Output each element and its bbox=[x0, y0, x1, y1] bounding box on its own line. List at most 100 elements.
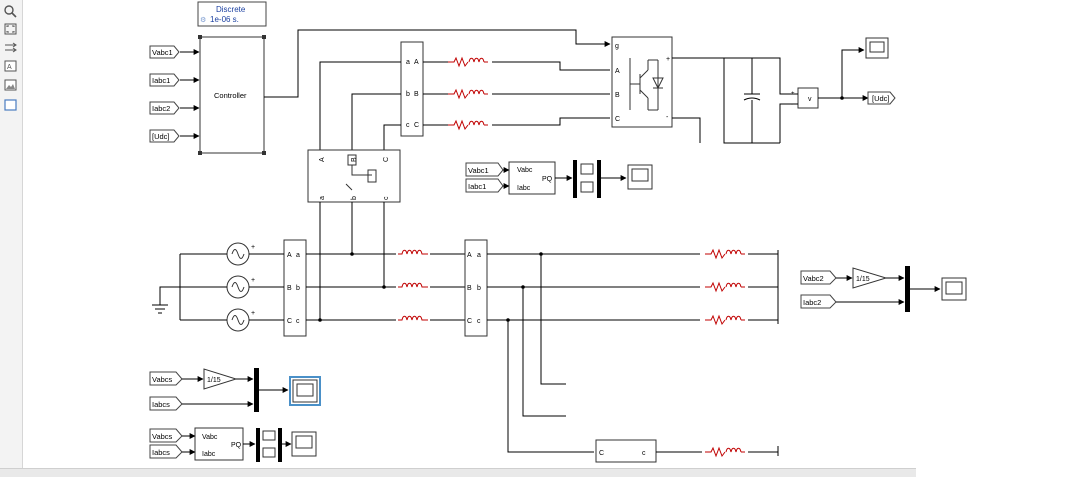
svg-text:A: A bbox=[414, 59, 419, 66]
grid-source-b[interactable]: + bbox=[226, 275, 255, 299]
igbt-inverter-bridge[interactable]: g A B C + - bbox=[611, 36, 673, 128]
gain-block-right[interactable]: 1/15 bbox=[852, 267, 888, 289]
mux-right[interactable] bbox=[905, 266, 910, 312]
from-tag-vabcs[interactable]: Vabcs bbox=[149, 371, 183, 386]
svg-text:+: + bbox=[251, 277, 255, 284]
palette-toolbar: A bbox=[0, 0, 23, 476]
svg-text:PQ: PQ bbox=[231, 442, 242, 449]
from-tag-iabc1[interactable]: Iabc1 bbox=[149, 73, 180, 87]
svg-text:B: B bbox=[414, 91, 419, 98]
svg-text:Vabc1: Vabc1 bbox=[152, 48, 173, 57]
from-tag-iabc2-right[interactable]: Iabc2 bbox=[800, 294, 837, 309]
svg-text:C: C bbox=[467, 318, 472, 325]
rl-branch-a-upper[interactable] bbox=[447, 57, 489, 67]
goto-tag-udc[interactable]: [Udc] bbox=[867, 91, 896, 105]
zoom-icon[interactable] bbox=[3, 4, 18, 18]
from-tag-vabc1[interactable]: Vabc1 bbox=[149, 45, 180, 59]
vi-measurement-source[interactable]: A a B b C c bbox=[283, 239, 307, 337]
fit-to-view-icon[interactable] bbox=[3, 22, 18, 36]
vi-measurement-load[interactable]: A a B b C c bbox=[464, 239, 488, 337]
load-rl-a[interactable] bbox=[704, 249, 746, 259]
svg-text:A: A bbox=[467, 252, 472, 259]
svg-text:c: c bbox=[296, 318, 300, 325]
line-inductor-c[interactable] bbox=[397, 315, 429, 321]
breaker-rl-load[interactable] bbox=[704, 447, 746, 457]
powergui-solver-block[interactable]: Discrete 1e-06 s. ⚙ bbox=[197, 1, 267, 27]
demux-bottom[interactable] bbox=[256, 428, 282, 462]
solver-step: 1e-06 s. bbox=[210, 15, 239, 24]
scope-pq-bottom[interactable] bbox=[291, 431, 317, 457]
svg-text:+: + bbox=[251, 244, 255, 251]
igbt-symbol-icon bbox=[629, 58, 664, 111]
svg-text:b: b bbox=[351, 196, 358, 200]
voltage-measurement-block[interactable]: v + - bbox=[791, 87, 819, 109]
svg-text:a: a bbox=[319, 196, 326, 200]
svg-text:C: C bbox=[287, 318, 292, 325]
svg-text:g: g bbox=[615, 43, 619, 50]
arrow-connector-icon[interactable] bbox=[3, 41, 18, 55]
svg-text:+: + bbox=[666, 56, 670, 63]
svg-text:b: b bbox=[477, 285, 481, 292]
rl-branch-c-upper[interactable] bbox=[447, 120, 489, 130]
svg-text:Iabcs: Iabcs bbox=[152, 400, 170, 409]
three-phase-breaker[interactable]: A B C a b c bbox=[307, 149, 401, 203]
svg-text:[Udc]: [Udc] bbox=[872, 94, 890, 103]
svg-text:c: c bbox=[642, 450, 646, 457]
svg-text:a: a bbox=[477, 252, 481, 259]
line-inductor-a[interactable] bbox=[397, 249, 429, 255]
svg-text:a: a bbox=[296, 252, 300, 259]
image-icon[interactable] bbox=[3, 78, 18, 92]
area-icon[interactable] bbox=[3, 98, 18, 112]
svg-text:c: c bbox=[477, 318, 481, 325]
svg-text:C: C bbox=[414, 122, 419, 129]
scope-udc[interactable] bbox=[865, 37, 889, 59]
vi-measurement-upper[interactable]: a A b B c C bbox=[400, 41, 424, 137]
from-tag-iabc1-pq[interactable]: Iabc1 bbox=[465, 178, 504, 193]
controller-subsystem[interactable]: Controller bbox=[198, 35, 266, 155]
svg-text:c: c bbox=[383, 196, 390, 200]
scope-pq-middle[interactable] bbox=[627, 164, 653, 190]
demux-middle[interactable] bbox=[573, 160, 601, 198]
svg-text:Iabc: Iabc bbox=[202, 451, 216, 458]
svg-text:B: B bbox=[467, 285, 472, 292]
pq-block-middle[interactable]: Vabc Iabc PQ bbox=[508, 161, 556, 195]
annotation-icon[interactable]: A bbox=[3, 59, 18, 73]
scope-left-selected[interactable] bbox=[289, 376, 321, 406]
status-bar bbox=[0, 468, 916, 477]
svg-text:B: B bbox=[615, 92, 620, 99]
svg-text:Iabc2: Iabc2 bbox=[803, 298, 821, 307]
svg-text:A: A bbox=[615, 68, 620, 75]
svg-text:Iabc2: Iabc2 bbox=[152, 104, 170, 113]
load-rl-c[interactable] bbox=[704, 315, 746, 325]
svg-text:PQ: PQ bbox=[542, 176, 553, 183]
solver-title: Discrete bbox=[216, 5, 246, 14]
mux-left[interactable] bbox=[254, 368, 259, 412]
svg-text:C: C bbox=[615, 116, 620, 123]
pq-block-bottom[interactable]: Vabc Iabc PQ bbox=[194, 427, 244, 461]
dc-link-capacitor[interactable] bbox=[724, 57, 761, 143]
svg-text:c: c bbox=[406, 122, 410, 129]
svg-text:[Udc]: [Udc] bbox=[152, 132, 170, 141]
from-tag-vabc2[interactable]: Vabc2 bbox=[800, 270, 837, 285]
scope-right[interactable] bbox=[941, 277, 967, 301]
from-tag-vabc1-pq[interactable]: Vabc1 bbox=[465, 162, 504, 177]
line-inductor-b[interactable] bbox=[397, 282, 429, 288]
gain-block-left[interactable]: 1/15 bbox=[203, 368, 238, 390]
rl-branch-b-upper[interactable] bbox=[447, 89, 489, 99]
from-tag-iabcs-pq[interactable]: Iabcs bbox=[149, 444, 183, 459]
single-phase-breaker[interactable]: C c bbox=[595, 439, 657, 463]
solver-gear-icon: ⚙ bbox=[200, 16, 206, 24]
svg-text:Vabc2: Vabc2 bbox=[803, 274, 824, 283]
from-tag-vabcs-pq[interactable]: Vabcs bbox=[149, 428, 183, 443]
svg-text:Vabc1: Vabc1 bbox=[468, 166, 489, 175]
svg-text:-: - bbox=[666, 114, 669, 121]
load-rl-b[interactable] bbox=[704, 282, 746, 292]
from-tag-iabcs[interactable]: Iabcs bbox=[149, 396, 183, 411]
svg-text:A: A bbox=[287, 252, 292, 259]
from-tag-iabc2[interactable]: Iabc2 bbox=[149, 101, 180, 115]
svg-text:1/15: 1/15 bbox=[856, 276, 870, 283]
from-tag-udc[interactable]: [Udc] bbox=[149, 129, 180, 143]
svg-text:Vabc: Vabc bbox=[517, 167, 533, 174]
svg-text:a: a bbox=[406, 59, 410, 66]
